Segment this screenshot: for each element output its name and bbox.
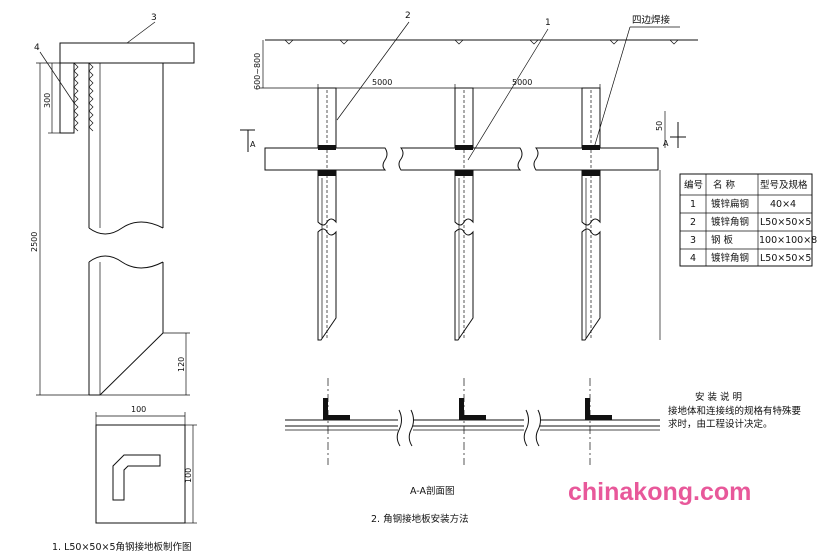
callout-2-label: 2: [405, 11, 411, 21]
section-angle-2: [459, 378, 486, 465]
callout-3-label: 3: [151, 13, 157, 23]
spec-cell: 4: [690, 253, 696, 264]
break-line-top: [88, 221, 164, 235]
angle-tip: [99, 332, 164, 396]
dim-50-label: 50: [655, 121, 664, 131]
electrode-3: [581, 87, 601, 341]
flat-steel-seg-1: [264, 147, 388, 171]
spec-header-no: 编号: [684, 179, 703, 191]
spec-cell: 3: [690, 235, 696, 246]
spec-table-frame: [679, 173, 813, 267]
spec-header-name: 名 称: [713, 179, 736, 191]
callout-4-leader: [39, 51, 75, 104]
dim-300-label: 300: [43, 93, 52, 108]
install-notes-title: 安 装 说 明: [695, 391, 742, 403]
callout-4-label: 4: [34, 43, 40, 53]
steel-plate-top: [59, 42, 195, 64]
spec-cell: 镀锌角钢: [711, 216, 749, 228]
spec-cell: 镀锌角钢: [711, 252, 749, 264]
angle-section-in-plate: [112, 454, 161, 501]
section-break-1a: [396, 409, 402, 447]
spec-cell: 40×4: [770, 199, 796, 210]
install-notes-line2: 求时，由工程设计决定。: [668, 418, 773, 430]
angle-profile: [323, 398, 350, 420]
callout-1-leader: [467, 28, 549, 161]
section-angle-3: [585, 378, 612, 465]
section-view: A-A剖面图 2. 角钢接地板安装方法: [285, 378, 660, 525]
electrode-group: [317, 87, 601, 341]
section-break-2b: [535, 409, 541, 447]
spacing-1-label: 5000: [372, 78, 392, 87]
spec-table: 编号 名 称 型号及规格 1 镀锌扁钢 40×4 2 镀锌角钢 L50×50×5…: [679, 173, 817, 267]
angle-profile: [585, 398, 612, 420]
spec-cell: 1: [690, 199, 696, 210]
spec-cell: L50×50×5: [760, 253, 811, 264]
spec-cell: 钢 板: [711, 234, 734, 246]
section-break-1b: [408, 409, 414, 447]
spec-header-spec: 型号及规格: [760, 179, 808, 191]
plate-height-label: 100: [184, 468, 193, 483]
small-angle-piece: [59, 62, 75, 134]
section-angle-group: [323, 378, 612, 465]
dim-2500-label: 2500: [30, 232, 39, 252]
spec-cell: 100×100×8: [759, 235, 817, 246]
flat-steel-seg-2: [398, 147, 523, 171]
spec-cell: L50×50×5: [760, 217, 811, 228]
section-title: A-A剖面图: [410, 485, 455, 497]
section-break-2a: [523, 409, 529, 447]
electrode-1: [317, 87, 337, 341]
callout-2-leader: [336, 21, 410, 121]
callout-1-label: 1: [545, 18, 551, 28]
break-line-bottom: [88, 255, 164, 269]
weld-seam-left: [73, 62, 79, 132]
installation-drawing: 600~800 5000 5000 四边焊接 2 1 A A 50: [240, 11, 698, 525]
section-mark-right: A: [663, 139, 669, 148]
weld-note: 四边焊接: [632, 14, 671, 26]
watermark: chinakong.com: [568, 478, 751, 506]
angle-profile: [459, 398, 486, 420]
section-mark-left: A: [250, 140, 256, 149]
install-notes-line1: 接地体和连接线的规格有特殊要: [668, 405, 801, 417]
weld-seam-right: [88, 62, 94, 132]
ground-hatch-marks: [284, 39, 679, 45]
plate-width-label: 100: [131, 405, 146, 414]
callout-3-leader: [126, 21, 156, 44]
plate-detail: [95, 424, 186, 524]
left-fabrication-drawing: 3 4 300 2500 120: [30, 13, 197, 553]
flat-steel-seg-3: [533, 147, 659, 171]
left-caption: 1. L50×50×5角钢接地板制作图: [52, 541, 192, 553]
dim-600-800-label: 600~800: [253, 53, 262, 90]
install-notes: 安 装 说 明 接地体和连接线的规格有特殊要 求时，由工程设计决定。: [668, 391, 801, 430]
dim-120-label: 120: [177, 357, 186, 372]
spec-cell: 镀锌扁钢: [711, 198, 749, 210]
electrode-2: [454, 87, 474, 341]
main-caption: 2. 角钢接地板安装方法: [371, 513, 469, 525]
spacing-2-label: 5000: [512, 78, 532, 87]
section-angle-1: [323, 378, 350, 465]
spec-cell: 2: [690, 217, 696, 228]
